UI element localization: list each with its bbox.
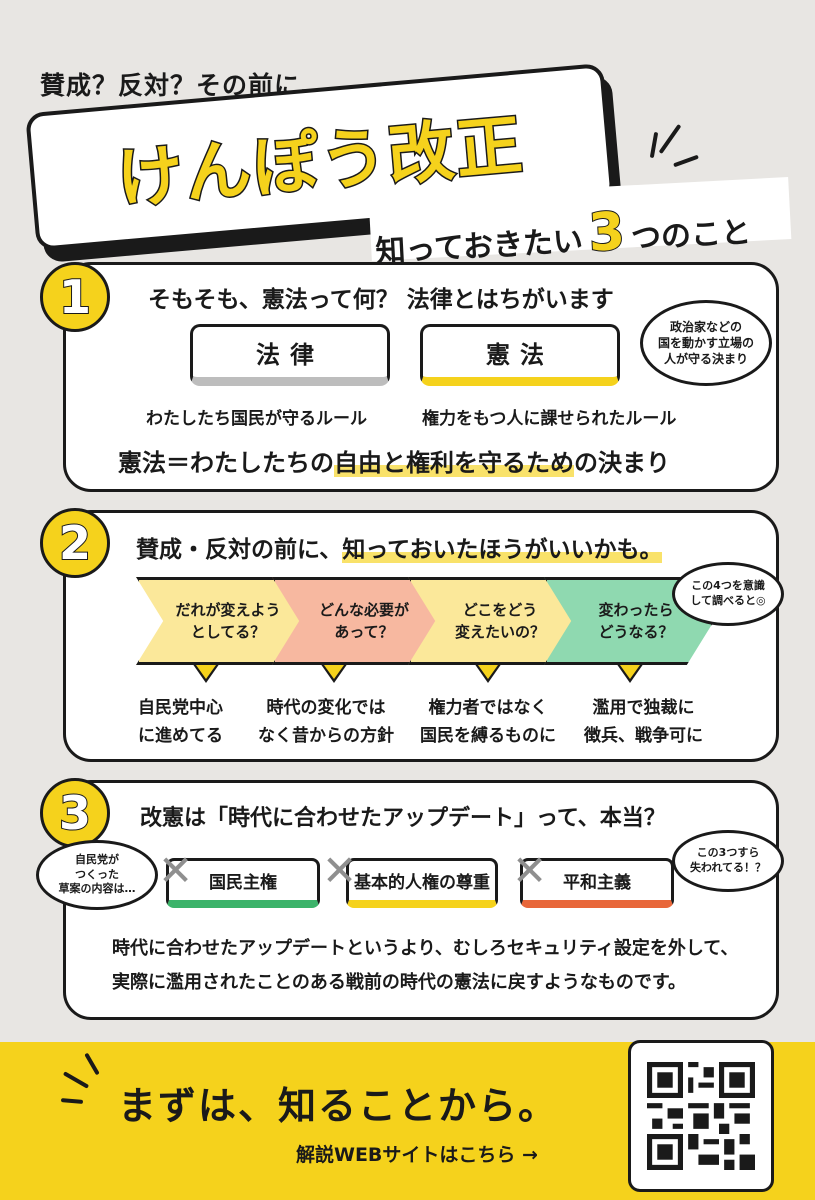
down-triangle-icon [320, 663, 348, 683]
cross-icon: ✕ [158, 846, 194, 895]
down-triangle-icon [192, 663, 220, 683]
section-3-heading: 改憲は「時代に合わせたアップデート」って、本当？ [140, 806, 666, 831]
step-answer: 濫用で独裁に徴兵、戦争可に [584, 698, 703, 747]
website-link[interactable]: 解説WEBサイトはこちら → [296, 1144, 538, 1166]
cross-icon: ✕ [512, 846, 548, 895]
cross-icon: ✕ [322, 846, 358, 895]
principle-tag: 国民主権 [166, 858, 320, 908]
step-answer: 権力者ではなく国民を縛るものに [420, 698, 556, 747]
subtitle-number: 3 [586, 201, 627, 265]
section-1-speech-bubble: 政治家などの国を動かす立場の人が守る決まり [640, 300, 772, 386]
law-caption: わたしたち国民が守るルール [146, 409, 367, 429]
step-answer: 自民党中心に進めてる [138, 698, 223, 747]
section-3-body-line-1: 時代に合わせたアップデートというより、むしろセキュリティ設定を外して、 [112, 938, 739, 959]
section-3-badge: 3 [40, 778, 110, 848]
down-triangle-icon [474, 663, 502, 683]
step-answer: 時代の変化ではなく昔からの方針 [258, 698, 394, 747]
section-3-right-bubble: この3つすら失われてる！？ [672, 830, 784, 892]
step-arrow: だれが変えようとしてる？ [136, 577, 306, 665]
qr-code[interactable] [628, 1040, 774, 1192]
constitution-box: 憲法 [420, 324, 620, 386]
section-2-heading: 賛成・反対の前に、知っておいたほうがいいかも。 [136, 537, 663, 563]
principle-tag: 平和主義 [520, 858, 674, 908]
spark-mark [649, 131, 659, 159]
constitution-caption: 権力をもつ人に課せられたルール [422, 409, 677, 429]
spark-mark [673, 154, 699, 168]
spark-mark [658, 123, 682, 155]
down-triangle-icon [616, 663, 644, 683]
footer-tagline: まずは、知ることから。 [118, 1084, 559, 1128]
section-2-badge: 2 [40, 508, 110, 578]
qr-code-icon [647, 1062, 755, 1170]
law-box: 法律 [190, 324, 390, 386]
section-2-speech-bubble: この4つを意識して調べると◎ [672, 562, 784, 626]
section-3-left-bubble: 自民党がつくった草案の内容は… [36, 840, 158, 910]
principle-tag: 基本的人権の尊重 [346, 858, 498, 908]
section-1-summary: 憲法＝わたしたちの自由と権利を守るための決まり [118, 449, 670, 477]
section-1-heading: そもそも、憲法って何？ 法律とはちがいます [148, 287, 614, 313]
section-3-body-line-2: 実際に濫用されたことのある戦前の時代の憲法に戻すようなものです。 [112, 972, 687, 993]
section-1-badge: 1 [40, 262, 110, 332]
